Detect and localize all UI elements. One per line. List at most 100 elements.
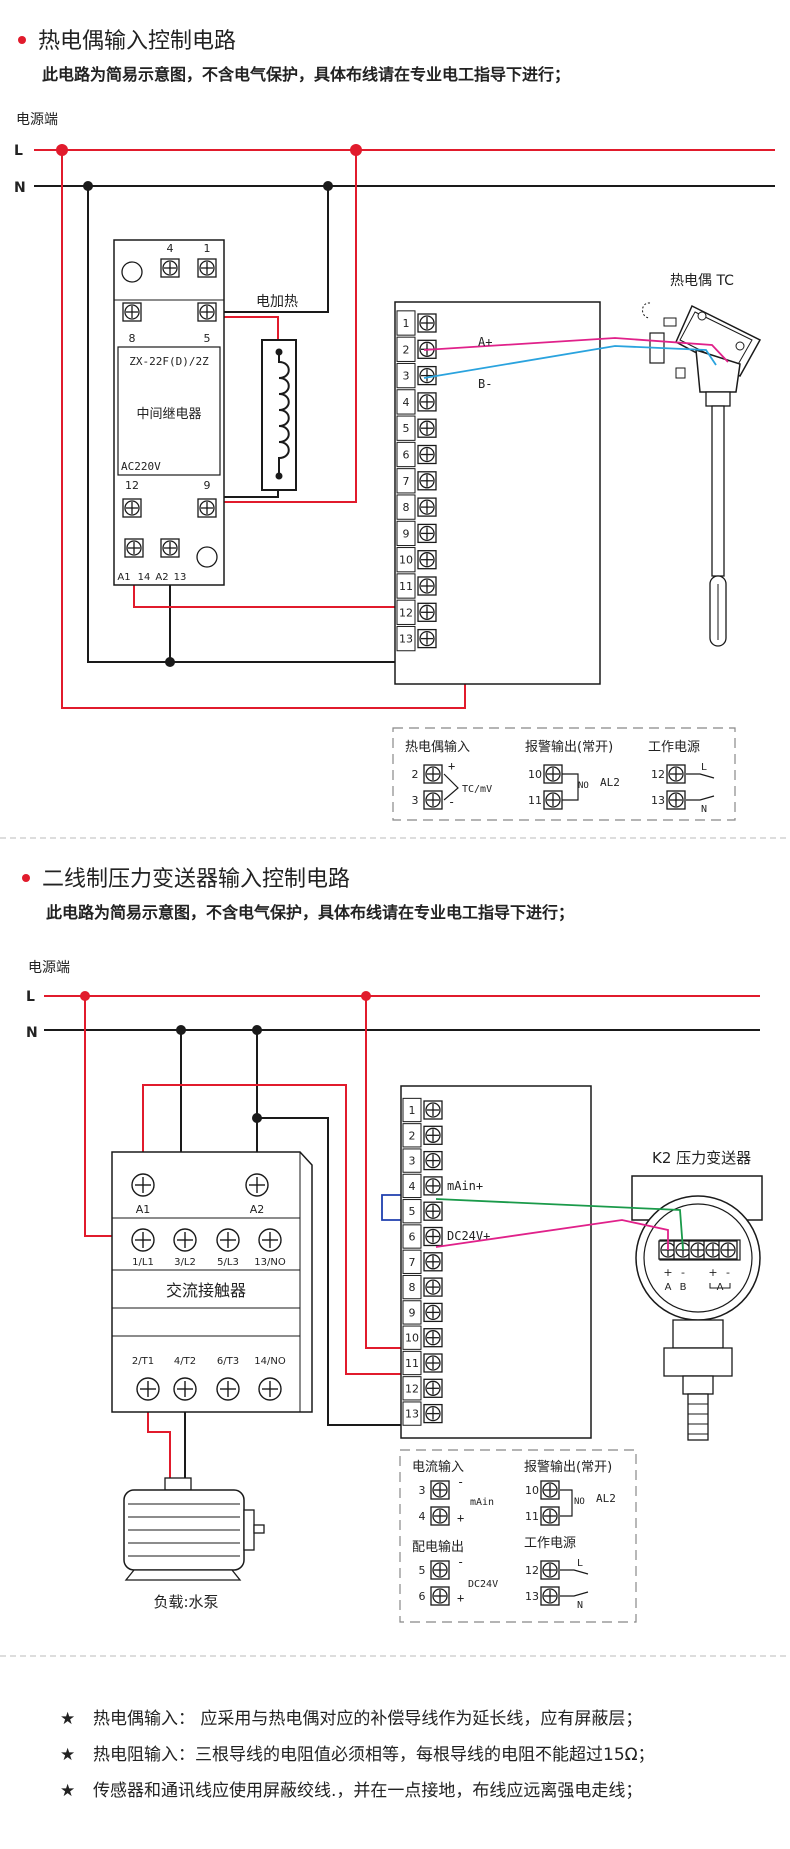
screw-terminal — [423, 1201, 443, 1221]
terminal-cell — [396, 362, 416, 389]
terminal-cell — [402, 1300, 422, 1325]
screw-terminal — [430, 1560, 450, 1580]
terminal-cell — [396, 625, 416, 652]
terminal-number: 3 — [412, 794, 419, 807]
legend-label: - — [457, 1555, 464, 1569]
relay-num: 5 — [204, 332, 211, 345]
terminal-number: 13 — [651, 794, 665, 807]
terminal-cell — [396, 415, 416, 441]
screw-terminal — [417, 550, 437, 570]
relay-num: 4 — [167, 242, 174, 255]
terminal-number: 2 — [409, 1129, 416, 1142]
terminal-number: 4 — [409, 1180, 416, 1193]
terminal-cell — [396, 441, 416, 468]
screw-terminal — [430, 1480, 450, 1500]
legend-label: - — [457, 1475, 464, 1489]
N-label: N — [14, 180, 26, 196]
terminal-cell — [396, 389, 416, 415]
wire — [87, 186, 417, 663]
contactor-label: 2/T1 — [132, 1356, 154, 1367]
transmitter-sign: - — [681, 1266, 685, 1279]
section2-title: 二线制压力变送器输入控制电路 — [42, 867, 350, 892]
screw-terminal — [417, 628, 437, 649]
screw-terminal — [430, 1506, 450, 1526]
relay: 4 1 8 5 ZX-22F(D)/2Z 中间继电器 AC220V 12 9 A… — [113, 239, 225, 586]
terminal-number: 1 — [403, 317, 410, 330]
contactor-label: A2 — [250, 1203, 265, 1216]
legend-label: DC24V — [468, 1579, 498, 1590]
terminal-cell — [402, 1274, 422, 1300]
screw-terminal — [417, 523, 437, 544]
terminal-cell — [396, 573, 416, 599]
terminal-number: 6 — [409, 1231, 416, 1244]
legend-label: L — [701, 762, 707, 773]
screw-terminal — [666, 764, 686, 784]
power-label: 电源端 — [16, 112, 58, 128]
contactor-name: 交流接触器 — [166, 1281, 246, 1300]
title-bullet — [18, 36, 26, 44]
transmitter-sign: + — [708, 1266, 717, 1279]
terminal-number: 3 — [403, 370, 410, 383]
terminal-cell — [396, 336, 416, 362]
relay-voltage: AC220V — [121, 460, 161, 473]
L-label: L — [26, 989, 35, 1005]
contactor: A1 A2 1/L1 3/L2 5/L3 13/NO 交流接触器 2/T1 4/… — [111, 1151, 313, 1413]
terminal-number: 13 — [405, 1408, 419, 1421]
legend-label: L — [577, 1558, 583, 1569]
terminal-cell — [402, 1173, 422, 1199]
screw-terminal — [417, 444, 437, 465]
screw-terminal — [540, 1506, 560, 1526]
terminal-number: 3 — [419, 1484, 426, 1497]
contactor-label: 4/T2 — [174, 1356, 196, 1367]
terminal-number: 9 — [409, 1306, 416, 1319]
note-star: ★ — [60, 1745, 75, 1765]
terminal-number: 7 — [403, 475, 410, 488]
terminal-number: 2 — [412, 768, 419, 781]
legend-label: AL2 — [596, 1492, 616, 1505]
terminal-number: 4 — [419, 1510, 426, 1523]
screw-terminal — [543, 790, 563, 810]
screw-terminal — [417, 602, 437, 622]
terminal-number: 10 — [525, 1484, 539, 1497]
transmitter-sign: + — [663, 1266, 672, 1279]
legend-title: 工作电源 — [648, 740, 700, 755]
screw-terminal — [423, 1277, 443, 1297]
terminal-number: 13 — [525, 1590, 539, 1603]
terminal-number: 6 — [403, 449, 410, 462]
legend-label: N — [577, 1600, 583, 1611]
terminal-number: 3 — [409, 1155, 416, 1168]
screw-terminal — [423, 1378, 443, 1398]
transmitter-ab: B — [680, 1282, 687, 1293]
legend-label: + — [457, 1591, 464, 1605]
wire — [147, 1394, 171, 1482]
terminal-number: 12 — [651, 768, 665, 781]
contactor-label: A1 — [136, 1203, 151, 1216]
screw-terminal — [423, 1328, 443, 1348]
heater: 电加热 — [256, 294, 298, 491]
terminal-number: 7 — [409, 1256, 416, 1269]
heater-label: 电加热 — [256, 294, 298, 310]
contactor-label: 6/T3 — [217, 1356, 239, 1367]
contactor-label: 14/NO — [254, 1356, 286, 1367]
title-bullet — [22, 874, 30, 882]
wire-b-minus — [423, 345, 717, 379]
note-text: 热电阻输入：三根导线的电阻值必须相等，每根导线的电阻不能超过15Ω； — [93, 1745, 655, 1765]
terminal-number: 8 — [403, 501, 410, 514]
terminal-cell — [402, 1097, 422, 1123]
legend-title: 工作电源 — [524, 1536, 576, 1551]
L-label: L — [14, 143, 23, 159]
wire-a-label: A+ — [478, 335, 492, 349]
section1-subtitle: 此电路为简易示意图，不含电气保护，具体布线请在专业电工指导下进行； — [42, 65, 570, 84]
terminal-number: 11 — [525, 1510, 539, 1523]
screw-terminal — [417, 313, 437, 333]
thermocouple-sensor: 热电偶 TC — [642, 273, 762, 647]
wire-jumper — [381, 1194, 408, 1221]
terminal-cell — [402, 1376, 422, 1401]
terminal-number: 10 — [405, 1332, 419, 1345]
screw-terminal — [423, 1176, 443, 1196]
legend-label: NO — [574, 1497, 585, 1507]
